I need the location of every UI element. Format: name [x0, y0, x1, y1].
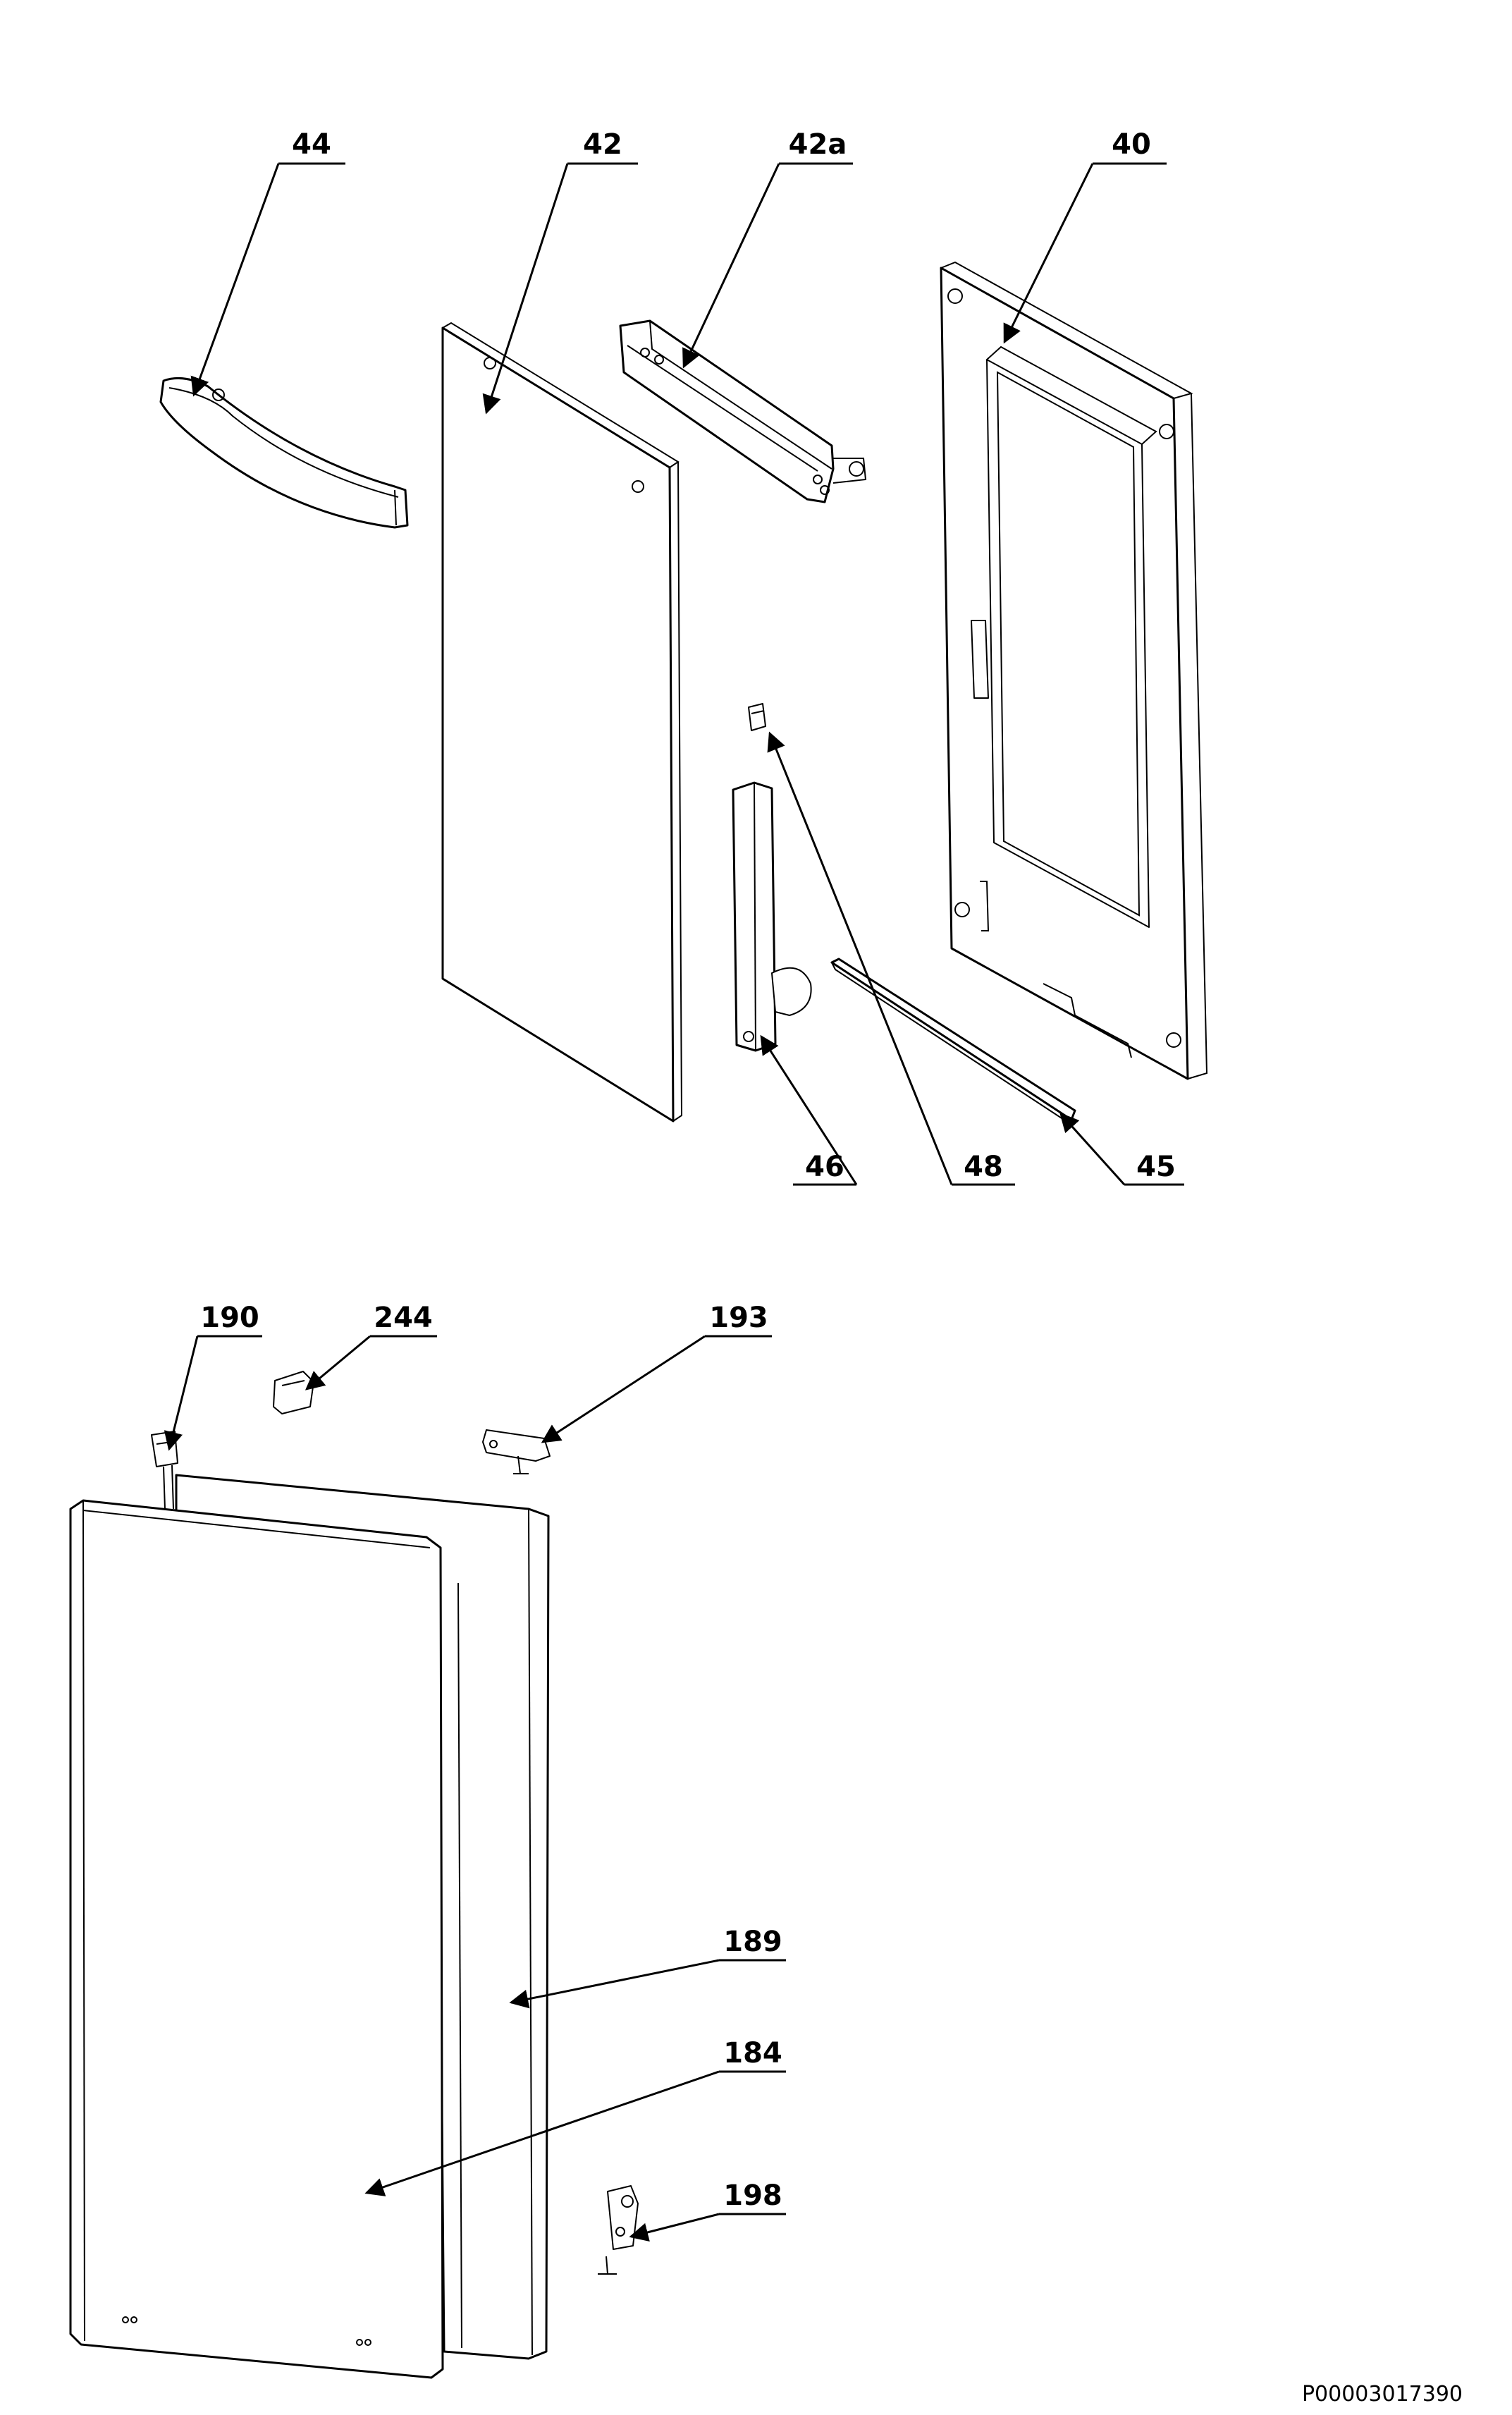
callout-189: 189 [723, 1926, 782, 1958]
callout-190: 190 [200, 1302, 259, 1334]
callout-45: 45 [1136, 1151, 1176, 1183]
lower-leader-lines [164, 1335, 786, 2242]
callout-198: 198 [723, 2179, 782, 2212]
callout-44: 44 [292, 128, 331, 161]
part-44-handle [159, 377, 409, 529]
part-193-hinge-plate [482, 1429, 551, 1474]
part-40-door-frame [940, 261, 1208, 1080]
callout-labels: 44 42 42a 40 46 48 45 190 244 193 189 18… [200, 128, 1176, 2212]
part-244-bracket [273, 1371, 314, 1414]
callout-184: 184 [723, 2037, 782, 2069]
part-48-clip [748, 703, 766, 731]
callout-244: 244 [374, 1302, 433, 1334]
part-184-front-panel [69, 1499, 444, 2379]
callout-46: 46 [805, 1151, 844, 1183]
upper-leader-lines [190, 162, 1184, 1186]
part-190-top-hinge [151, 1431, 178, 1510]
callout-42a: 42a [789, 128, 847, 161]
part-46-hinge-channel [732, 781, 812, 1052]
part-198-bottom-hinge [598, 2185, 639, 2275]
part-42-glass-panel [441, 322, 683, 1123]
callout-40: 40 [1112, 128, 1151, 161]
callout-42: 42 [583, 128, 622, 161]
drawing-id: P00003017390 [1302, 2382, 1463, 2407]
callout-193: 193 [709, 1302, 768, 1334]
part-42a-top-strip [619, 319, 867, 503]
callout-48: 48 [964, 1151, 1003, 1183]
